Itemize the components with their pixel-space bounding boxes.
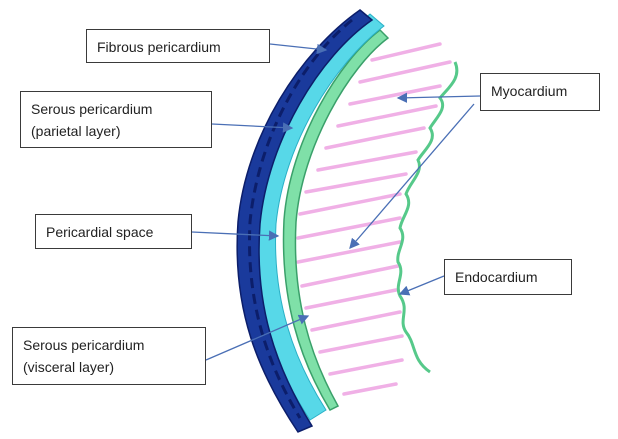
arrow-myocardium-1 (396, 92, 481, 103)
visceral-layer-band (282, 29, 390, 411)
label-serous-parietal: Serous pericardium (parietal layer) (20, 91, 212, 148)
arrow-endocardium (398, 275, 445, 296)
label-fibrous-pericardium: Fibrous pericardium (86, 29, 270, 63)
label-myocardium: Myocardium (480, 73, 600, 111)
arrow-fibrous (269, 43, 328, 55)
arrow-pericardial-space (191, 230, 280, 241)
arrow-parietal (211, 122, 294, 133)
endocardium-line (396, 61, 459, 374)
arrow-visceral (205, 314, 310, 361)
label-pericardial-space: Pericardial space (35, 214, 192, 249)
myocardium-hatching (296, 42, 452, 396)
fibrous-layer-band (236, 9, 374, 433)
fibrous-layer-texture (248, 18, 353, 419)
label-serous-visceral: Serous pericardium (visceral layer) (12, 327, 206, 385)
label-endocardium: Endocardium (444, 259, 572, 295)
arrow-myocardium-2 (349, 103, 475, 249)
label-arrows (191, 43, 481, 361)
